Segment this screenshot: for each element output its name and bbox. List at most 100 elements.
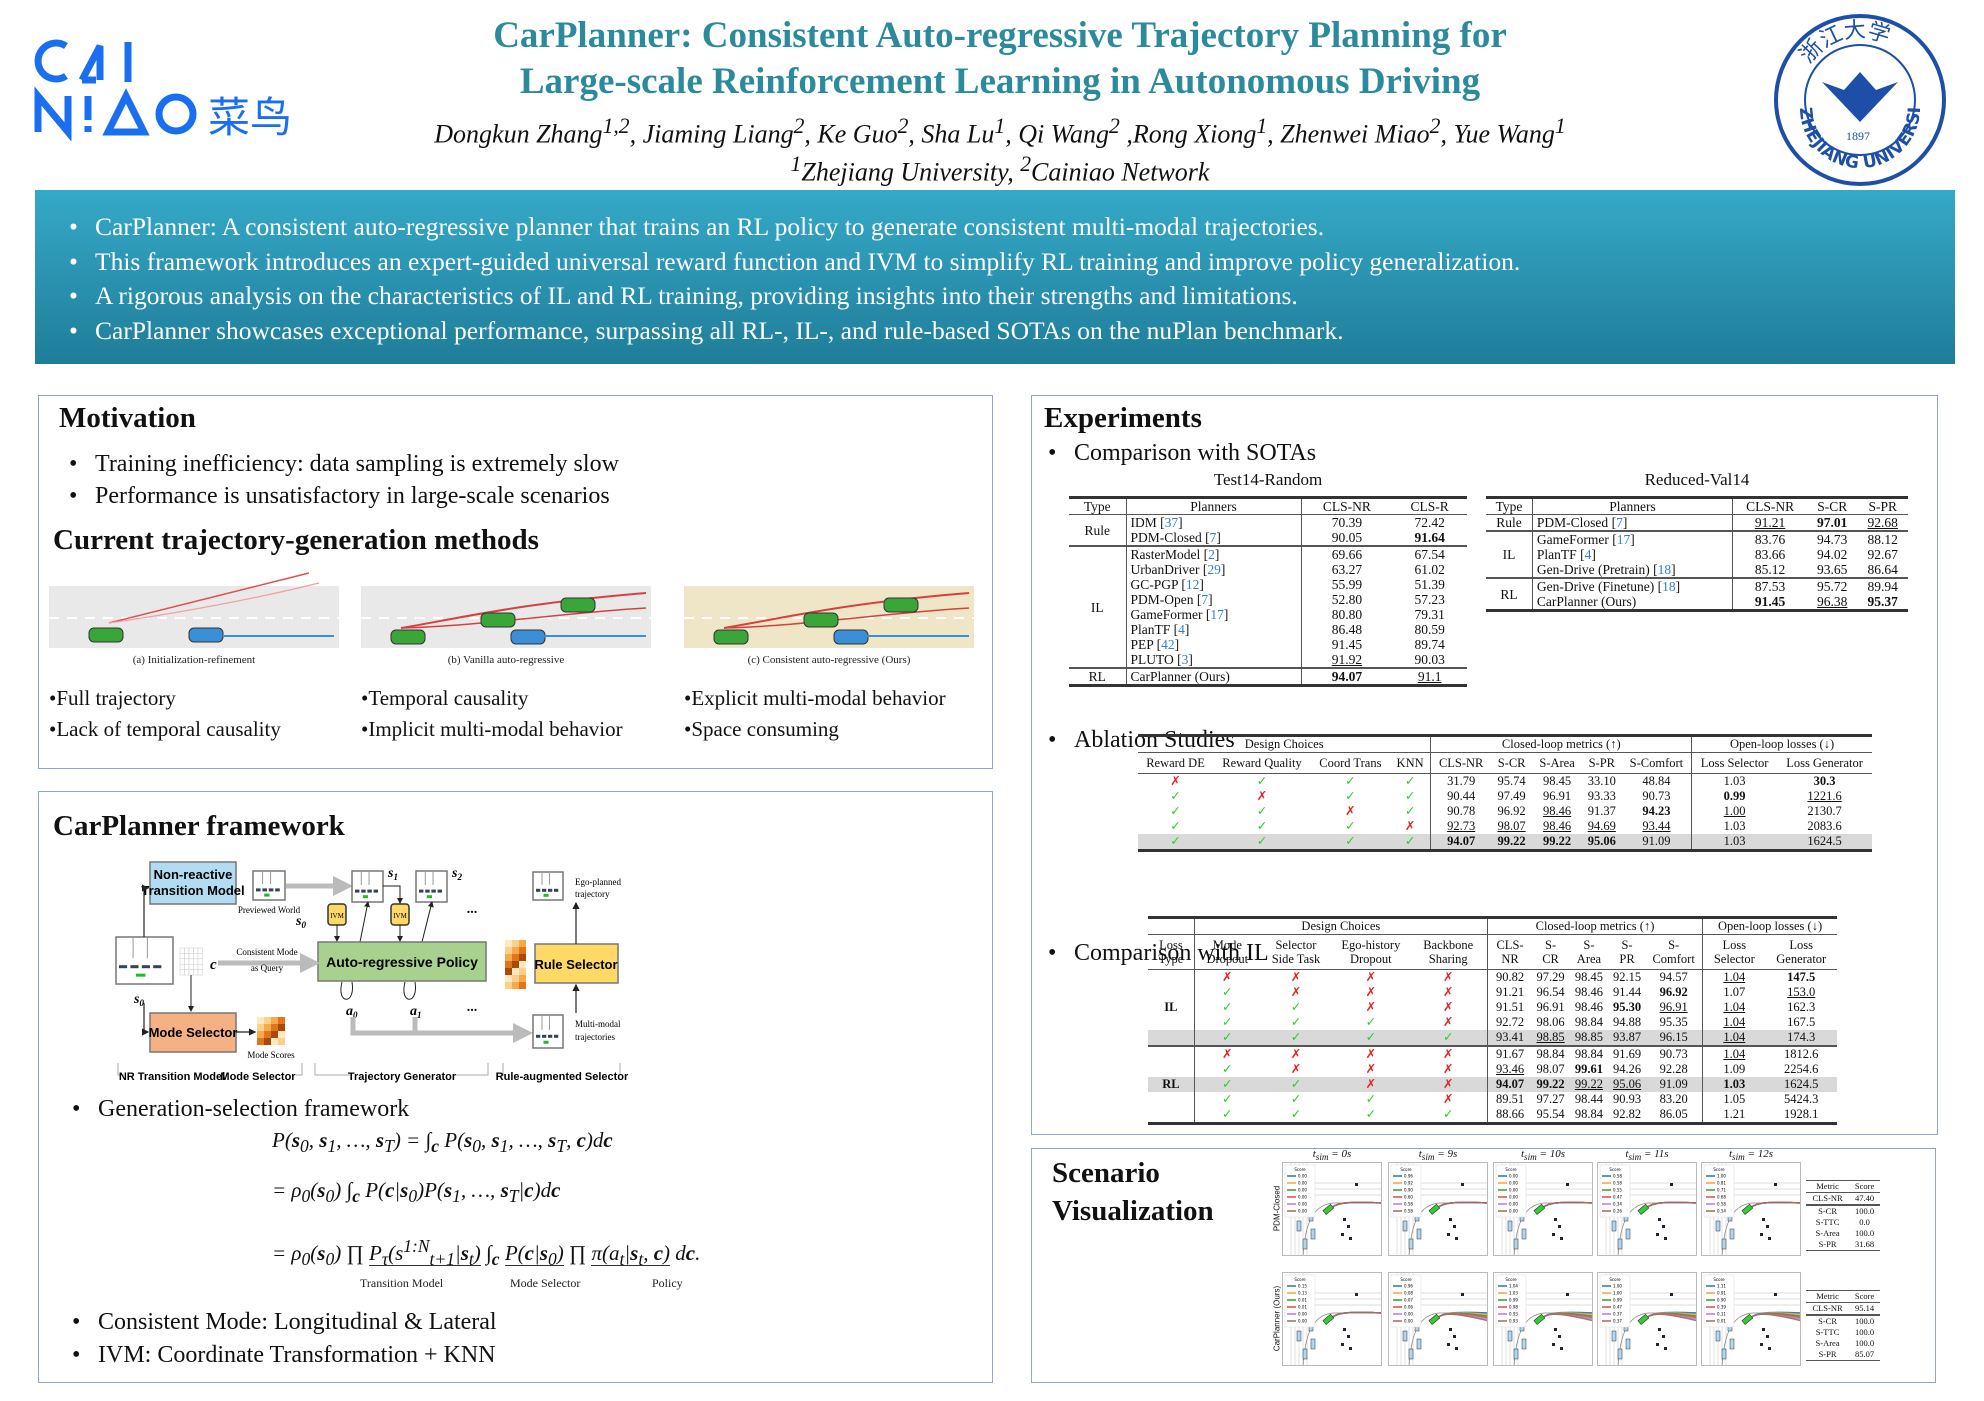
check-mark: ✓	[1442, 1107, 1454, 1121]
agent-vehicle	[1617, 1348, 1623, 1360]
time-sub: sim	[1421, 1152, 1435, 1163]
metric-header: Metric	[1806, 1180, 1850, 1193]
value-cell: 162.3	[1787, 1000, 1816, 1014]
time-label: tsim = 9s	[1388, 1148, 1488, 1162]
value-cell: 94.07	[1486, 1077, 1533, 1092]
cross-mark: ✗	[1332, 1077, 1410, 1092]
framework-heading: CarPlanner framework	[53, 810, 345, 842]
planner-name: Gen-Drive (Finetune)	[1536, 579, 1655, 594]
value-cell: 94.07	[1300, 667, 1393, 686]
method-caption: (c) Consistent auto-regressive (Ours)	[747, 654, 911, 666]
agent-vehicle	[1715, 1220, 1721, 1232]
agent-vehicle	[1296, 1330, 1302, 1342]
value-cell: 96.38	[1817, 594, 1848, 609]
pedestrian	[1349, 1347, 1352, 1350]
check-mark: ✓	[1404, 774, 1416, 788]
vehicle	[373, 889, 379, 893]
legend-box	[1390, 1164, 1422, 1218]
value-cell: 98.84	[1574, 1015, 1603, 1029]
value-cell: 90.93	[1612, 1092, 1642, 1106]
column-header: Type	[1486, 497, 1533, 515]
cross-mark: ✗	[1365, 1000, 1377, 1014]
value-cell: 85.12	[1732, 562, 1807, 578]
mode-grid-cell	[197, 969, 203, 976]
initial-state-image	[115, 936, 174, 985]
loss-type-cell	[1148, 1062, 1194, 1077]
mode-score-cell	[271, 1024, 278, 1031]
selector-heat-cell	[512, 982, 519, 989]
value-cell: 96.92	[1497, 804, 1526, 818]
summary-point: CarPlanner showcases exceptional perform…	[69, 314, 1955, 349]
value-cell: 96.15	[1645, 1030, 1703, 1046]
value-cell: 98.85	[1568, 1030, 1609, 1046]
check-mark: ✓	[1193, 1000, 1260, 1015]
trajectory-1	[1538, 1201, 1592, 1212]
check-mark: ✓	[1404, 804, 1416, 818]
agent-vehicle	[1611, 1330, 1617, 1342]
legend-score: 0.47	[1613, 1305, 1622, 1310]
check-mark: ✓	[1389, 834, 1431, 851]
value-cell: 95.06	[1608, 1077, 1646, 1092]
agent-vehicle	[1416, 1338, 1422, 1350]
ivm-label: IVM	[330, 912, 344, 920]
agent-vehicle	[1408, 1348, 1414, 1360]
planner-name: Gen-Drive (Pretrain)	[1536, 562, 1650, 577]
value-cell: 99.22	[1490, 834, 1533, 851]
value-cell: 89.74	[1414, 637, 1445, 652]
check-mark: ✓	[1345, 819, 1356, 833]
value-cell: 69.66	[1300, 545, 1393, 562]
method-caption: (b) Vanilla auto-regressive	[447, 654, 565, 666]
legend-box	[1495, 1274, 1527, 1328]
vehicle	[437, 889, 443, 893]
value-cell: 63.27	[1300, 562, 1393, 577]
author-affil-sup: 1	[1256, 114, 1268, 138]
mode-score-cell	[271, 1038, 278, 1045]
loss-type-cell	[1148, 1015, 1194, 1030]
column-header: S-Area	[1568, 934, 1609, 970]
legend-score: 0.01	[1298, 1298, 1307, 1303]
citation-ref: 37	[1164, 515, 1179, 530]
column-header: S-PR	[1608, 934, 1646, 970]
check-mark: ✓	[1193, 1015, 1260, 1030]
mode-score-cell	[271, 1017, 278, 1024]
column-header: Planners	[1125, 497, 1301, 515]
column-header: Loss Generator	[1777, 752, 1872, 774]
agent-vehicle	[1416, 1228, 1422, 1240]
column-header: CLS-NR	[1732, 497, 1807, 515]
author-name: Dongkun Zhang	[434, 119, 603, 149]
value-cell: 91.44	[1612, 985, 1642, 999]
trajectory-5	[1538, 1201, 1592, 1212]
legend-score: 0.01	[1298, 1305, 1307, 1310]
column-header: Planners	[1531, 497, 1733, 515]
value-cell: 90.73	[1642, 789, 1671, 803]
road-line	[360, 871, 370, 885]
agent-vehicle	[1302, 1348, 1308, 1360]
mode-grid-cell	[193, 947, 199, 954]
vehicle	[548, 1034, 553, 1038]
value-cell: 1.05	[1702, 1092, 1766, 1107]
value-cell: 80.59	[1414, 622, 1445, 637]
pedestrian	[1558, 1335, 1561, 1338]
selector-heat-cell	[505, 982, 512, 989]
ego-planned-label: Ego-planned	[575, 877, 621, 887]
legend-score: 1.11	[1717, 1284, 1726, 1289]
selector-heat-cell	[519, 940, 526, 947]
author-name: Ke Guo	[817, 119, 898, 149]
agent-vehicle	[1625, 1228, 1631, 1240]
selector-heat-cell	[512, 940, 519, 947]
selector-heat-cell	[505, 954, 512, 961]
mode-grid-cell	[188, 953, 194, 960]
value-cell: 93.65	[1817, 562, 1848, 577]
vehicle	[431, 889, 436, 893]
trajectory-0	[1327, 1311, 1381, 1322]
car-icon	[713, 629, 749, 645]
value-cell: 91.21	[1486, 985, 1533, 1000]
trajectory-3	[1746, 1201, 1800, 1212]
s0-label: s0	[133, 992, 144, 1008]
planner-cell: PlanTF [4]	[1531, 547, 1733, 562]
